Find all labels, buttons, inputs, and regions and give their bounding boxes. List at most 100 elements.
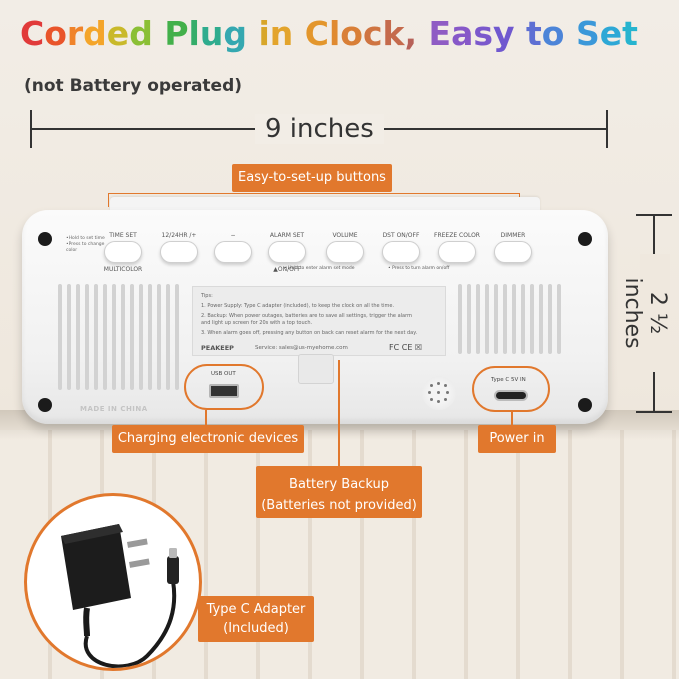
width-dimension-label: 9 inches bbox=[255, 114, 384, 144]
battery-backup-note: (Batteries not provided) bbox=[261, 498, 417, 513]
clock-button[interactable] bbox=[104, 241, 142, 263]
title-letter: , bbox=[404, 14, 418, 53]
clock-button[interactable] bbox=[438, 241, 476, 263]
clock-button[interactable] bbox=[382, 241, 420, 263]
title-letter: t bbox=[622, 14, 638, 53]
title-letter: n bbox=[269, 14, 294, 53]
speaker-grille-icon bbox=[422, 376, 456, 410]
tips-line-2: 2. Backup: When power outages, batteries… bbox=[201, 313, 412, 319]
charging-callout: Charging electronic devices bbox=[112, 425, 304, 453]
subtitle: (not Battery operated) bbox=[24, 76, 243, 96]
title-letter: k bbox=[382, 14, 405, 53]
title-letter: C bbox=[304, 14, 329, 53]
screw-bottom-left-icon bbox=[38, 398, 52, 412]
tips-line-1: 1. Power Supply: Type C adapter (include… bbox=[201, 303, 395, 309]
clock-top-ledge bbox=[110, 197, 540, 213]
typec-in-highlight bbox=[472, 366, 550, 412]
alarm-press-hint: • Press to turn alarm on/off bbox=[388, 266, 450, 271]
typec-in-label: Type C 5V IN bbox=[491, 377, 526, 383]
tips-label-panel: Tips: 1. Power Supply: Type C adapter (i… bbox=[192, 286, 446, 356]
vent-right bbox=[458, 284, 561, 354]
clock-button-label: DST ON/OFF bbox=[382, 232, 420, 239]
brand-name: PEAKEEP bbox=[201, 344, 234, 352]
usb-a-port[interactable] bbox=[209, 384, 239, 398]
clock-button-label: TIME SET bbox=[109, 232, 137, 239]
page-title: Corded Plug in Clock, Easy to Set bbox=[20, 14, 640, 53]
title-letter bbox=[515, 14, 527, 53]
title-letter: l bbox=[328, 14, 341, 53]
title-letter bbox=[564, 14, 576, 53]
title-letter: e bbox=[599, 14, 623, 53]
title-letter: r bbox=[66, 14, 84, 53]
title-letter: e bbox=[106, 14, 130, 53]
charging-connector-line bbox=[205, 410, 207, 426]
title-letter bbox=[293, 14, 305, 53]
adapter-callout: Type C Adapter (Included) bbox=[198, 596, 314, 642]
usb-out-highlight bbox=[184, 364, 264, 410]
title-letter bbox=[247, 14, 259, 53]
screw-top-left-icon bbox=[38, 232, 52, 246]
title-letter: y bbox=[493, 14, 515, 53]
service-email: Service: sales@us-myehome.com bbox=[255, 345, 348, 351]
power-in-callout: Power in bbox=[478, 425, 556, 453]
tips-line-3: and light up screen for 20s with a top t… bbox=[201, 320, 313, 326]
title-letter: d bbox=[129, 14, 153, 53]
title-letter: o bbox=[541, 14, 565, 53]
title-letter bbox=[417, 14, 429, 53]
title-letter: o bbox=[340, 14, 363, 53]
title-letter: P bbox=[164, 14, 189, 53]
title-letter: d bbox=[83, 14, 107, 53]
usb-c-port[interactable] bbox=[494, 390, 528, 401]
clock-button-label: − bbox=[230, 232, 236, 239]
clock-button-label: DIMMER bbox=[500, 232, 526, 239]
width-dimension-tick-left bbox=[30, 110, 32, 148]
battery-backup-callout: Battery Backup (Batteries not provided) bbox=[256, 466, 422, 518]
certification-marks: FC CE ☒ bbox=[389, 343, 423, 352]
clock-button[interactable] bbox=[494, 241, 532, 263]
title-letter: E bbox=[428, 14, 452, 53]
title-letter: l bbox=[188, 14, 200, 53]
title-letter: o bbox=[44, 14, 67, 53]
battery-compartment bbox=[298, 354, 334, 384]
title-letter: c bbox=[362, 14, 383, 53]
clock-button-sublabel: MULTICOLOR bbox=[103, 266, 143, 273]
buttons-callout: Easy-to-set-up buttons bbox=[232, 164, 392, 192]
clock-button[interactable] bbox=[160, 241, 198, 263]
height-dimension-tick-top bbox=[636, 214, 672, 216]
battery-backup-title: Battery Backup bbox=[289, 477, 389, 492]
title-letter: S bbox=[575, 14, 600, 53]
clock-button[interactable] bbox=[268, 241, 306, 263]
title-letter: C bbox=[20, 14, 45, 53]
clock-button-label: VOLUME bbox=[332, 232, 358, 239]
screw-bottom-right-icon bbox=[578, 398, 592, 412]
width-dimension-tick-right bbox=[606, 110, 608, 148]
tips-line-4: 3. When alarm goes off, pressing any but… bbox=[201, 330, 418, 336]
title-letter: i bbox=[258, 14, 270, 53]
clock-button-label: 12/24HR /+ bbox=[161, 232, 197, 239]
title-letter: a bbox=[451, 14, 474, 53]
clock-button[interactable] bbox=[326, 241, 364, 263]
title-letter: u bbox=[199, 14, 224, 53]
title-letter: s bbox=[473, 14, 493, 53]
battery-connector-line bbox=[338, 360, 340, 466]
clock-button-sublabel: ▲ON/OFF bbox=[273, 266, 301, 273]
height-dimension-label: 2 ½ inches bbox=[620, 254, 670, 372]
typec-adapter-icon bbox=[61, 524, 179, 668]
time-set-hint: •Hold to set time •Press to change color bbox=[66, 236, 105, 253]
usb-out-label: USB OUT bbox=[211, 371, 236, 377]
tips-title: Tips: bbox=[201, 293, 213, 299]
vent-left bbox=[58, 284, 179, 390]
clock-button-label: FREEZE COLOR bbox=[434, 232, 480, 239]
title-letter: g bbox=[223, 14, 247, 53]
power-connector-line bbox=[511, 412, 513, 426]
clock-button-label: ALARM SET bbox=[269, 232, 305, 239]
adapter-note: (Included) bbox=[223, 621, 289, 636]
title-letter: t bbox=[526, 14, 542, 53]
alarm-hold-hint: • Hold to enter alarm set mode bbox=[284, 266, 355, 271]
adapter-inset bbox=[24, 493, 202, 671]
height-dimension-tick-bottom bbox=[636, 411, 672, 413]
made-in-label: MADE IN CHINA bbox=[80, 405, 148, 413]
screw-top-right-icon bbox=[578, 232, 592, 246]
title-letter bbox=[153, 14, 165, 53]
clock-button[interactable] bbox=[214, 241, 252, 263]
